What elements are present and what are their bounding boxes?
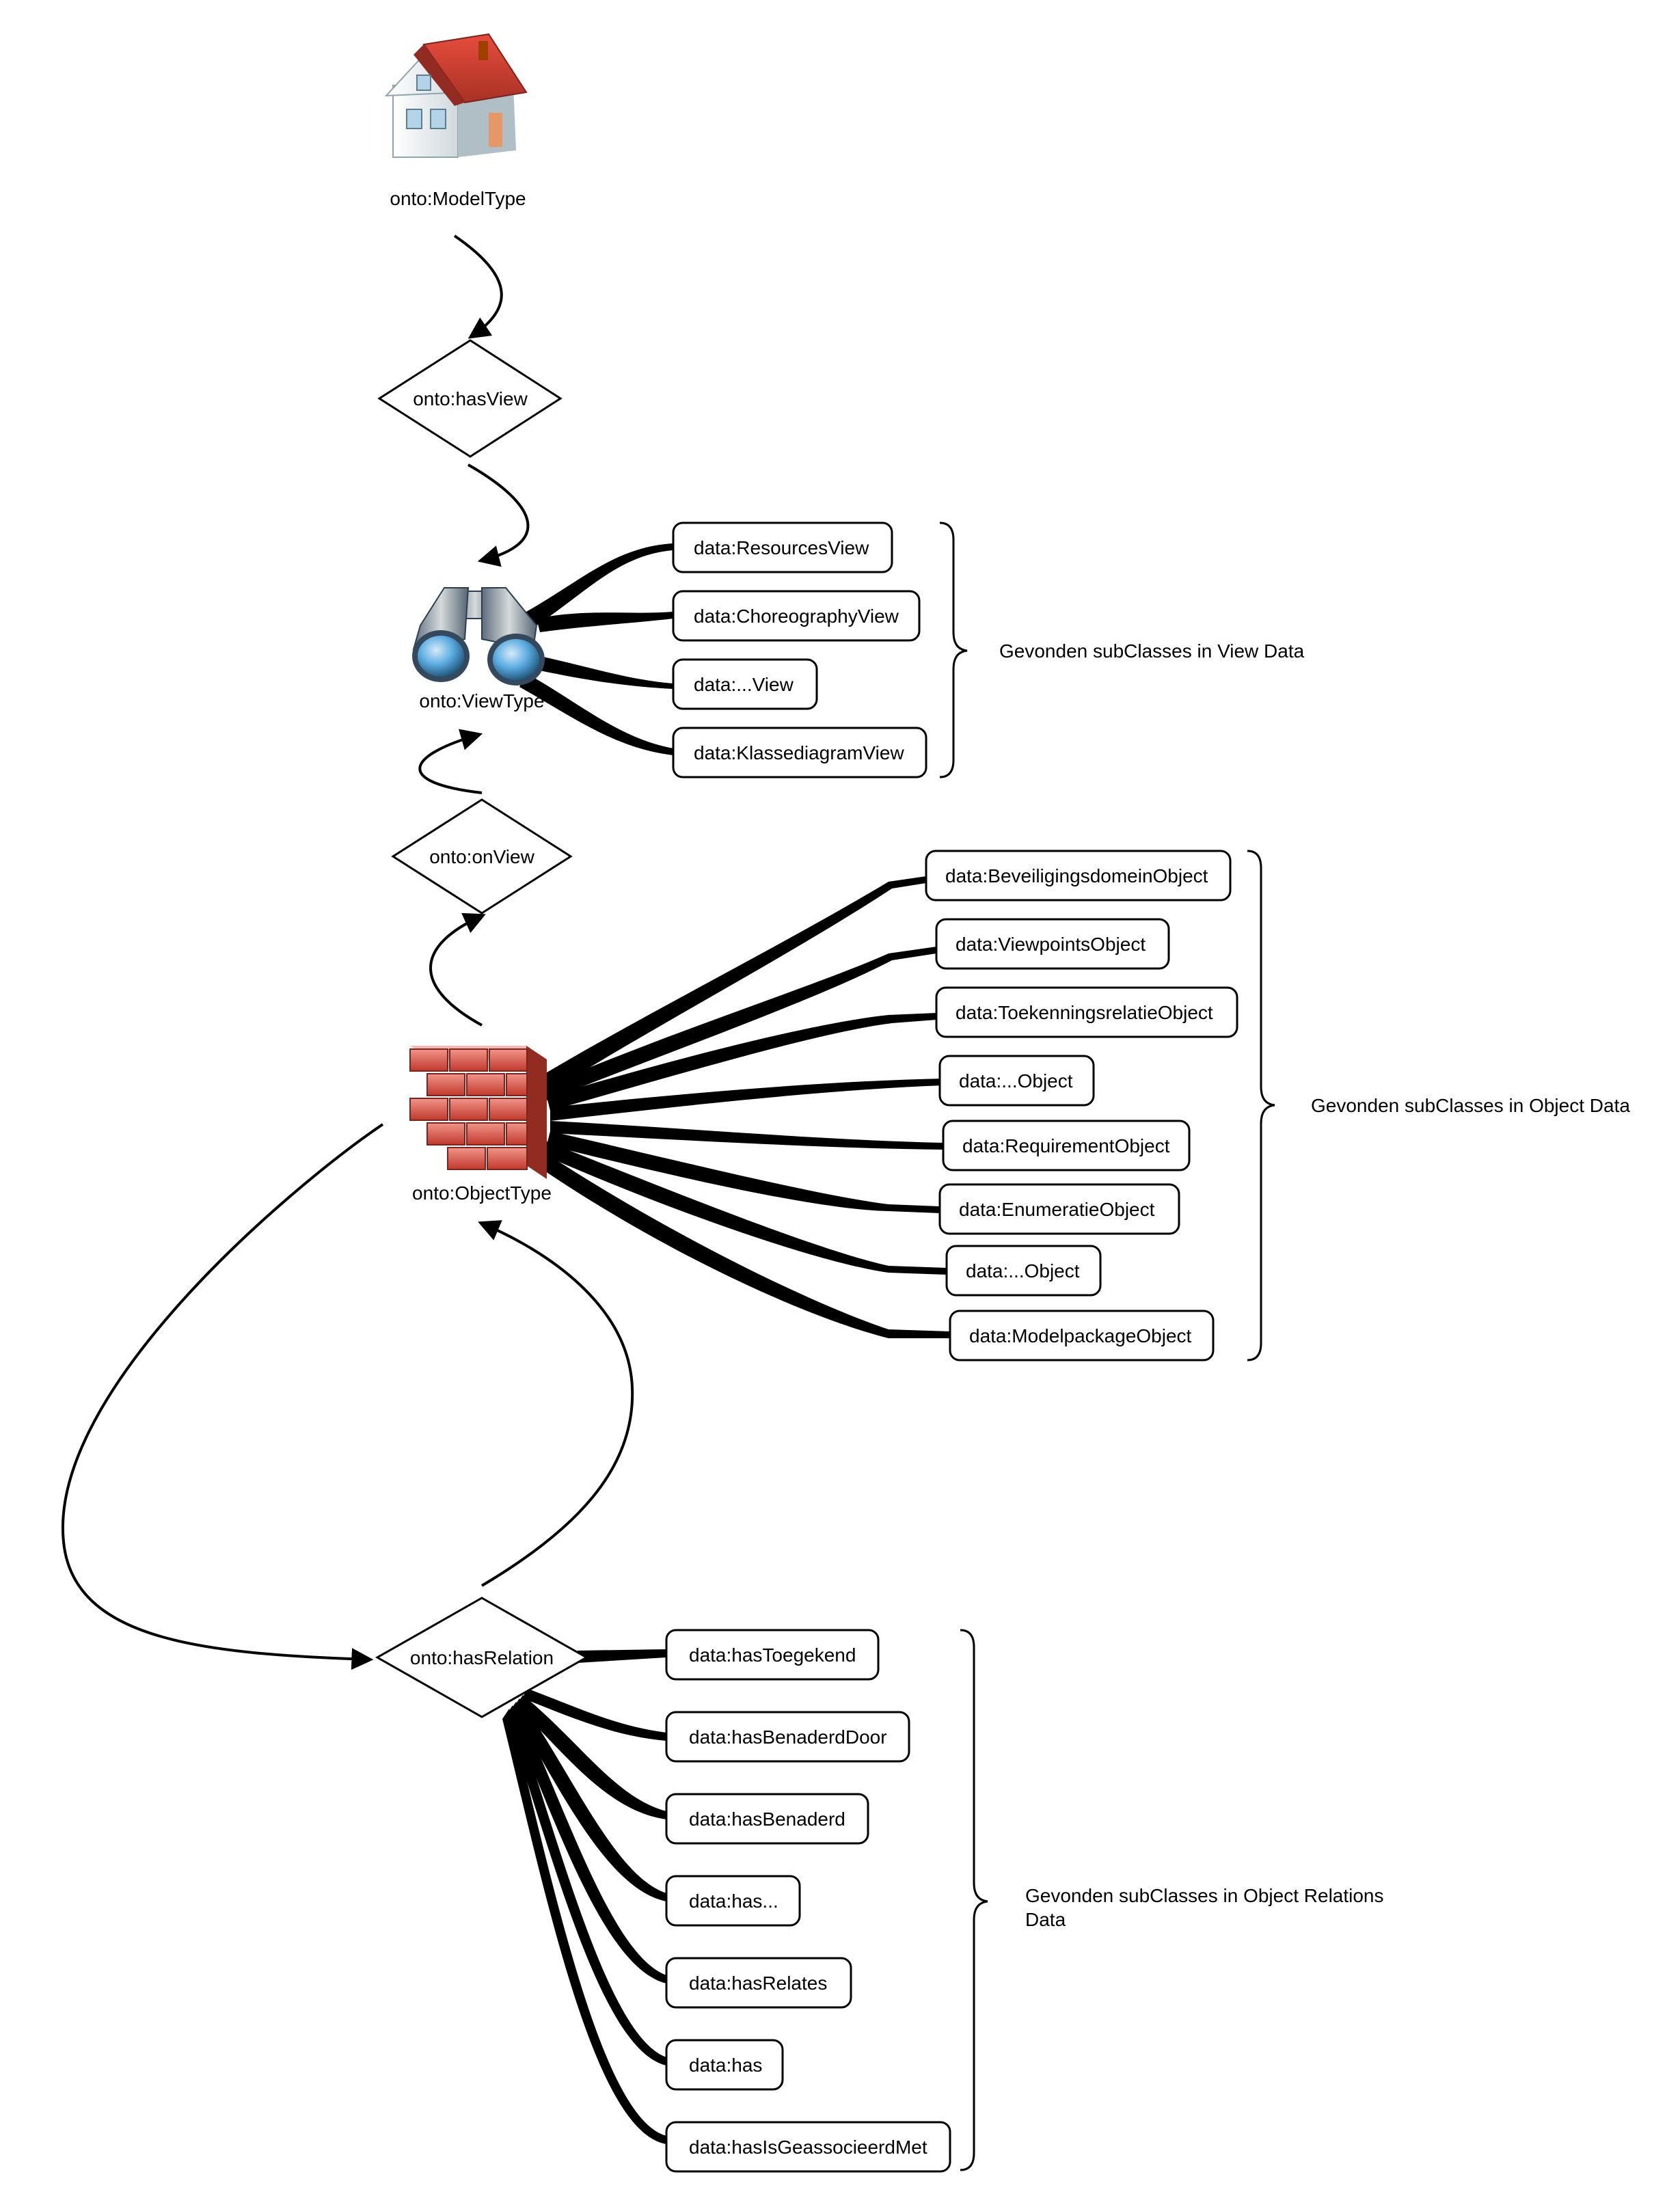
relation-subclass-label: data:hasRelates	[689, 1973, 827, 1994]
relation-subclass-item[interactable]: data:has	[665, 2039, 784, 2091]
object-note: Gevonden subClasses in Object Data	[1311, 1095, 1630, 1116]
relation-subclass-label: data:hasToegekend	[689, 1644, 856, 1666]
has-view-diamond: onto:hasView	[377, 339, 563, 458]
object-subclass-label: data:RequirementObject	[962, 1135, 1170, 1156]
on-view-label: onto:onView	[429, 846, 534, 867]
object-subclass-item[interactable]: data:RequirementObject	[942, 1120, 1191, 1171]
relation-subclass-label: data:hasBenaderd	[689, 1808, 845, 1830]
view-subclass-label: data:ResourcesView	[694, 537, 869, 558]
model-type-label: onto:ModelType	[390, 188, 526, 209]
object-subclass-item[interactable]: data:EnumeratieObject	[938, 1183, 1180, 1235]
arrow-objecttype-to-onview	[429, 912, 486, 1027]
view-brace	[939, 521, 968, 778]
has-view-label: onto:hasView	[413, 388, 528, 409]
relation-subclass-item[interactable]: data:has...	[665, 1875, 801, 1927]
relation-subclass-label: data:hasBenaderdDoor	[689, 1726, 887, 1748]
object-subclass-list: data:BeveiligingsdomeinObject data:Viewp…	[925, 850, 1238, 1361]
view-subclass-item[interactable]: data:ResourcesView	[672, 521, 893, 573]
object-subclass-item[interactable]: data:...Object	[938, 1055, 1095, 1107]
binoculars-icon	[412, 587, 545, 686]
object-subclass-label: data:ViewpointsObject	[956, 934, 1146, 955]
object-subclass-item[interactable]: data:...Object	[945, 1245, 1102, 1297]
relation-brace	[960, 1629, 988, 2171]
object-subclass-label: data:ToekenningsrelatieObject	[956, 1002, 1213, 1023]
relation-connectors	[502, 1649, 666, 2144]
relation-note-line1: Gevonden subClasses in Object Relations	[1025, 1885, 1384, 1906]
relation-subclass-label: data:has...	[689, 1890, 778, 1912]
has-relation-diamond: onto:hasRelation	[375, 1597, 589, 1718]
view-subclass-label: data:KlassediagramView	[694, 742, 904, 763]
relation-subclass-label: data:has	[689, 2055, 762, 2076]
view-subclass-label: data:...View	[694, 674, 794, 695]
view-note: Gevonden subClasses in View Data	[999, 640, 1305, 662]
object-subclass-item[interactable]: data:ToekenningsrelatieObject	[935, 986, 1238, 1038]
arrow-objecttype-to-hasrelation	[62, 1123, 384, 1670]
object-subclass-item[interactable]: data:ModelpackageObject	[949, 1310, 1215, 1361]
object-subclass-label: data:...Object	[966, 1260, 1080, 1282]
arrow-modeltype-to-hasview	[453, 234, 503, 339]
relation-note-line2: Data	[1025, 1909, 1066, 1930]
object-subclass-label: data:...Object	[959, 1070, 1073, 1092]
brick-wall-icon	[409, 1046, 547, 1179]
view-subclass-item[interactable]: data:KlassediagramView	[672, 727, 927, 778]
has-relation-label: onto:hasRelation	[410, 1647, 554, 1668]
relation-subclass-item[interactable]: data:hasBenaderdDoor	[665, 1711, 910, 1763]
object-subclass-label: data:ModelpackageObject	[969, 1325, 1192, 1346]
object-type-label: onto:ObjectType	[412, 1182, 552, 1204]
arrow-onview-to-viewtype	[418, 729, 483, 794]
relation-subclass-label: data:hasIsGeassocieerdMet	[689, 2137, 927, 2158]
view-connectors	[519, 543, 673, 755]
arrow-hasview-to-viewtype	[468, 463, 530, 567]
view-subclass-list: data:ResourcesView data:ChoreographyView…	[672, 521, 927, 778]
view-subclass-item[interactable]: data:ChoreographyView	[672, 590, 921, 642]
object-connectors	[537, 876, 950, 1338]
on-view-diamond: onto:onView	[391, 798, 573, 914]
object-subclass-item[interactable]: data:ViewpointsObject	[935, 918, 1170, 970]
relation-subclass-item[interactable]: data:hasIsGeassocieerdMet	[665, 2121, 951, 2173]
arrow-hasrelation-to-objecttype	[478, 1220, 634, 1587]
view-subclass-item[interactable]: data:...View	[672, 658, 818, 710]
relation-subclass-item[interactable]: data:hasToegekend	[665, 1629, 880, 1681]
view-type-label: onto:ViewType	[419, 690, 544, 712]
relation-subclass-item[interactable]: data:hasRelates	[665, 1957, 852, 2009]
relation-subclass-list: data:hasToegekend data:hasBenaderdDoor d…	[665, 1629, 951, 2173]
object-subclass-label: data:EnumeratieObject	[959, 1199, 1155, 1220]
relation-subclass-item[interactable]: data:hasBenaderd	[665, 1793, 869, 1845]
object-subclass-item[interactable]: data:BeveiligingsdomeinObject	[925, 850, 1232, 902]
object-brace	[1247, 850, 1275, 1361]
object-subclass-label: data:BeveiligingsdomeinObject	[945, 865, 1208, 886]
view-subclass-label: data:ChoreographyView	[694, 606, 899, 627]
house-icon	[384, 33, 528, 158]
